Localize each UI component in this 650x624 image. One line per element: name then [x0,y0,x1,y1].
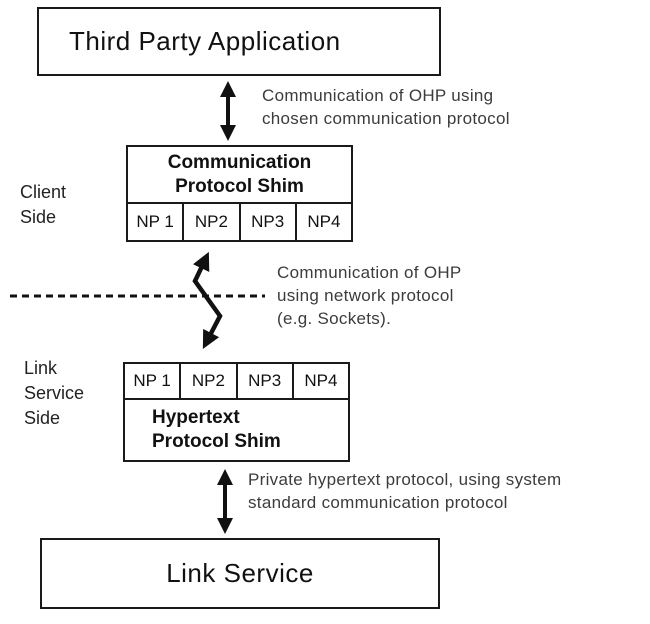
np-cell: NP2 [182,204,238,240]
hypertext-protocol-shim-box: NP 1 NP2 NP3 NP4 Hypertext Protocol Shim [123,362,350,462]
third-party-application-label: Third Party Application [69,26,341,56]
communication-protocol-shim-title: Communication Protocol Shim [128,147,351,204]
communication-protocol-shim-box: Communication Protocol Shim NP 1 NP2 NP3… [126,145,353,242]
annotation-network-protocol: Communication of OHP using network proto… [277,261,462,330]
np-cell: NP4 [294,204,351,240]
side-label-line: Side [24,408,61,428]
client-side-label: Client Side [20,180,66,230]
np-cell: NP3 [238,204,295,240]
shim-title-line: Communication [167,151,312,173]
shim-title-line: Protocol Shim [175,175,304,197]
np-cell: NP3 [235,364,292,398]
third-party-application-box: Third Party Application [37,7,441,76]
link-service-side-label: Link Service Side [24,356,84,431]
side-label-line: Link [24,358,58,378]
link-service-box: Link Service [40,538,440,609]
np-cell: NP 1 [136,212,174,231]
np-cell: NP 1 [133,371,171,390]
annotation-line: Private hypertext protocol, using system [248,470,562,489]
np-cell: NP4 [291,364,348,398]
shim-title-line: Hypertext [152,407,240,428]
side-label-line: Client [20,182,67,202]
annotation-line: standard communication protocol [248,493,508,512]
annotation-line: Communication of OHP using [262,86,494,105]
link-service-label: Link Service [166,558,314,588]
side-label-line: Service [24,383,85,403]
annotation-line: chosen communication protocol [262,109,510,128]
hypertext-protocol-shim-title: Hypertext Protocol Shim [125,400,348,460]
annotation-private-protocol: Private hypertext protocol, using system… [248,468,561,514]
comm-shim-np-row: NP 1 NP2 NP3 NP4 [128,204,351,240]
annotation-line: (e.g. Sockets). [277,309,392,328]
np-cell: NP2 [179,364,235,398]
hypertext-shim-np-row: NP 1 NP2 NP3 NP4 [125,364,348,400]
side-label-line: Side [20,207,57,227]
zigzag-network-arrow-icon [192,251,223,349]
annotation-line: using network protocol [277,286,454,305]
annotation-chosen-protocol: Communication of OHP using chosen commun… [262,84,510,130]
shim-title-line: Protocol Shim [152,431,281,452]
annotation-line: Communication of OHP [277,263,462,282]
